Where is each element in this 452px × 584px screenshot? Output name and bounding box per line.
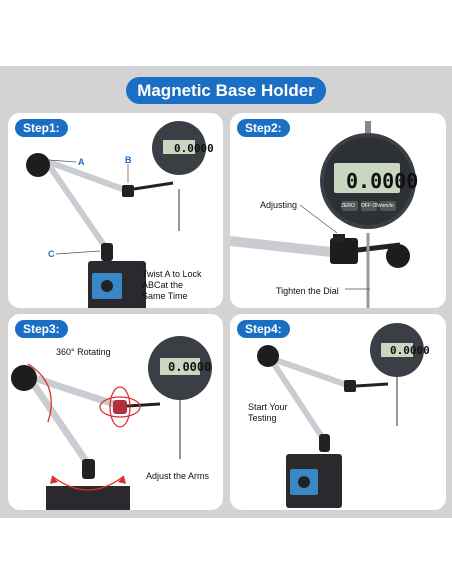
upper-arm	[43, 158, 131, 194]
button-off-on: OFF ON	[361, 203, 380, 209]
lower-arm	[267, 355, 327, 443]
button-mm-in: mm/in	[380, 203, 394, 209]
base-switch-knob	[101, 280, 113, 292]
indicator-screen	[163, 140, 195, 154]
button-zero: ZERO	[341, 203, 355, 209]
indicator-display: 0.0000	[346, 169, 419, 193]
callout-tighten: Tighten the Dial	[276, 286, 339, 296]
page-title: Magnetic Base Holder	[126, 77, 326, 104]
callout-adjusting: Adjusting	[260, 200, 298, 210]
indicator-screen	[334, 163, 400, 193]
clamp-block	[330, 238, 358, 264]
arm-joint	[82, 459, 95, 479]
step-4-tag: Step4:	[237, 320, 290, 338]
callout-adjust-arms: Adjust the Arms	[146, 471, 210, 481]
locking-knob	[11, 365, 37, 391]
tighten-knob	[386, 244, 410, 268]
indicator-screen	[160, 358, 200, 375]
caption-line-2: ABCat the	[142, 280, 184, 290]
base-switch-knob	[298, 476, 310, 488]
holder-rod	[355, 382, 389, 388]
step-1-tag: Step1:	[15, 119, 68, 137]
step-4-panel: Step4: 0.0000 Start Your Testing	[230, 314, 446, 510]
arm-joint	[319, 434, 330, 452]
step-1-illustration	[26, 121, 206, 308]
caption-line-2: Testing	[248, 413, 277, 423]
caption-line-3: Same Time	[142, 291, 188, 301]
upper-arm	[267, 355, 353, 389]
step-3-tag: Step3:	[15, 320, 68, 338]
indicator-display: 0.0000	[168, 360, 212, 374]
holder-rod	[126, 402, 161, 408]
rotate-arrow-knob	[27, 363, 52, 423]
step-3-panel: Step3: 360° Rotating 0.0000 Adjust the A…	[8, 314, 223, 510]
indicator-top-lug	[365, 121, 371, 133]
rotate-arrow-vertical	[109, 386, 131, 428]
callout-a: A	[78, 157, 85, 167]
rotate-arrow-horizontal	[99, 396, 141, 418]
arm-joint-c	[101, 243, 113, 261]
rotate-arrow-base	[51, 475, 125, 491]
step-4-illustration	[257, 323, 424, 508]
lower-arm	[24, 372, 92, 468]
step-2-illustration	[230, 121, 416, 308]
step-3-illustration	[11, 336, 212, 510]
locking-knob-a	[26, 153, 50, 177]
step-2-panel: Step2: 0.0000 ZERO OFF ON mm/in Adjustin…	[230, 113, 446, 308]
adjusting-screw	[333, 234, 345, 242]
arm	[230, 236, 341, 258]
clamp-b	[122, 185, 134, 197]
indicator-screen	[381, 343, 413, 357]
callout-c: C	[48, 249, 55, 259]
caption-line-1: Start Your	[248, 402, 288, 412]
caption-line-1: Twist A to Lock	[142, 269, 202, 279]
rotating-joint	[113, 400, 127, 414]
step-1-panel: Step1: A B C 0.0000 Twist A to Lock ABCa…	[8, 113, 223, 308]
indicator-display: 0.0000	[174, 142, 214, 155]
callout-b: B	[125, 155, 132, 165]
indicator-display: 0.0000	[390, 344, 430, 357]
lower-arm	[43, 158, 109, 251]
locking-knob	[257, 345, 279, 367]
holder-rod	[133, 181, 174, 191]
callout-rotating: 360° Rotating	[56, 347, 111, 357]
step-2-tag: Step2:	[237, 119, 290, 137]
clamp	[344, 380, 356, 392]
